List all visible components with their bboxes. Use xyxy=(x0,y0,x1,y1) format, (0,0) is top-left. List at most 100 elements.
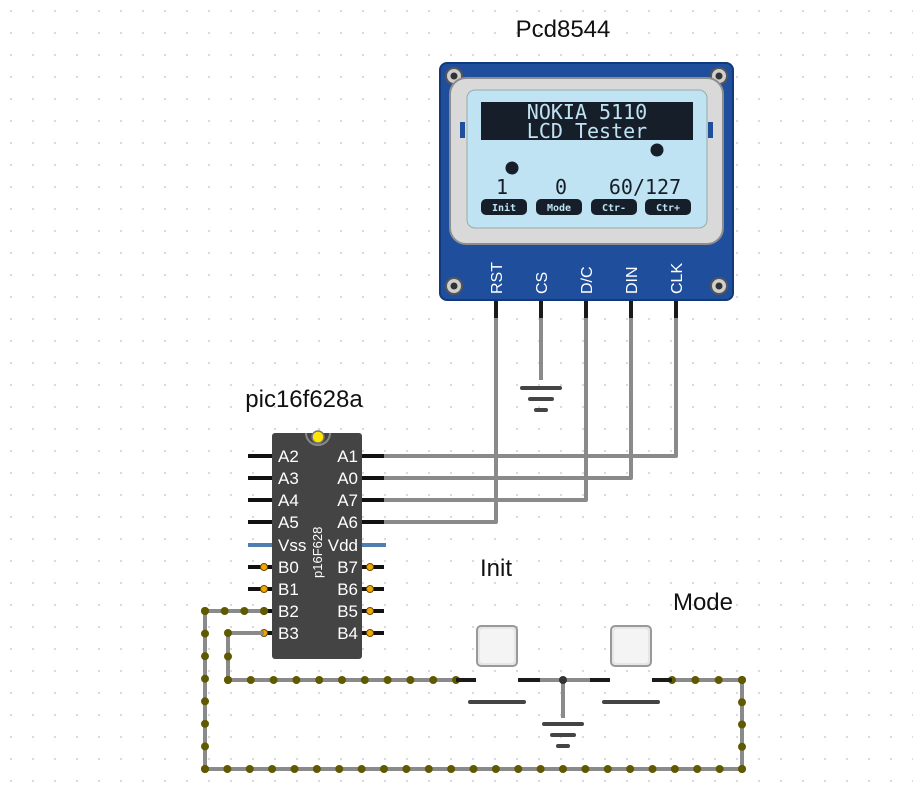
wire-rst-a6[interactable] xyxy=(380,318,498,524)
lcd-softkey-init: Init xyxy=(492,202,516,214)
bus-dot xyxy=(245,765,254,773)
bus-dots xyxy=(201,607,746,773)
bus-dot xyxy=(268,765,277,773)
lcd-value-2: 0 xyxy=(555,175,567,199)
bus-dot xyxy=(224,652,232,661)
bus-dot xyxy=(290,765,299,773)
bus-dot xyxy=(691,676,700,684)
pin-vdd: Vdd xyxy=(328,536,358,555)
mcu-power-indicator xyxy=(311,430,325,444)
wire-dc-a7[interactable] xyxy=(380,318,588,502)
pin-a2: A2 xyxy=(278,447,299,466)
signal-wires xyxy=(380,318,678,524)
bus-dot xyxy=(201,674,209,683)
pin-label-clk: CLK xyxy=(669,263,686,294)
bus-dot xyxy=(738,720,746,729)
bus-dot xyxy=(360,676,369,684)
bus-dot xyxy=(315,676,324,684)
bus-dot xyxy=(201,697,209,706)
bus-dot xyxy=(201,652,209,661)
lcd-value-1: 1 xyxy=(496,175,508,199)
pin-a3: A3 xyxy=(278,469,299,488)
bus-dot xyxy=(357,765,366,773)
pin-a0: A0 xyxy=(337,469,358,488)
pin-vss: Vss xyxy=(278,536,306,555)
bus-dot xyxy=(738,676,746,684)
bus-dot xyxy=(269,676,278,684)
pin-b3: B3 xyxy=(278,624,299,643)
pin-a1: A1 xyxy=(337,447,358,466)
bus-dot xyxy=(714,676,723,684)
lcd-line-2: LCD Tester xyxy=(527,119,647,143)
bus-dot xyxy=(224,629,232,637)
bus-dot xyxy=(201,629,209,638)
lcd-softkey-mode: Mode xyxy=(547,203,571,214)
lcd-pin-leads xyxy=(494,298,678,318)
bus-dot xyxy=(738,742,746,751)
bus-dot xyxy=(469,765,478,773)
bus-dot xyxy=(246,676,255,684)
bus-dot xyxy=(335,765,344,773)
bus-dot xyxy=(201,719,209,728)
lcd-value-3: 60/127 xyxy=(609,175,681,199)
bus-dot xyxy=(201,742,209,751)
bus-dot xyxy=(223,765,232,773)
lcd-line-1: NOKIA 5110 xyxy=(527,100,647,124)
lcd-softkey-ctr-plus: Ctr+ xyxy=(656,203,680,214)
mcu-body[interactable] xyxy=(272,433,362,659)
pin-b6: B6 xyxy=(337,580,358,599)
ground-symbol-buttons xyxy=(542,722,584,748)
lcd-title: Pcd8544 xyxy=(516,16,611,43)
bus-dot xyxy=(383,676,392,684)
bus-dot xyxy=(429,676,438,684)
pin-b0: B0 xyxy=(278,558,299,577)
mode-label: Mode xyxy=(673,589,733,616)
bus-dot xyxy=(260,607,268,615)
bus-dot xyxy=(491,765,500,773)
bus-dot xyxy=(670,765,679,773)
bus-dot xyxy=(292,676,301,684)
pin-b1: B1 xyxy=(278,580,299,599)
pcd8544-module[interactable]: NOKIA 5110 LCD Tester 1 0 60/127 Init Mo… xyxy=(439,62,734,301)
bus-dot xyxy=(536,765,545,773)
push-button-init[interactable] xyxy=(456,625,540,704)
bus-dot xyxy=(738,698,746,707)
pin-label-din: DIN xyxy=(624,266,641,294)
bus-dot xyxy=(626,765,635,773)
pin-b5: B5 xyxy=(337,602,358,621)
pin-label-dc: D/C xyxy=(579,266,596,294)
bus-dot xyxy=(447,765,456,773)
wire-clk-a1[interactable] xyxy=(380,318,678,458)
pin-a7: A7 xyxy=(337,491,358,510)
push-button-mode[interactable] xyxy=(590,625,672,704)
bus-dot xyxy=(201,765,209,773)
junction-node xyxy=(559,676,567,684)
pin-b7: B7 xyxy=(337,558,358,577)
bus-dot xyxy=(514,765,523,773)
pin-label-rst: RST xyxy=(489,262,506,294)
mcu-title: pic16f628a xyxy=(245,386,363,413)
bus-dot xyxy=(559,765,567,773)
wire-din-a0[interactable] xyxy=(380,318,633,480)
lcd-pin-labels: RST CS D/C DIN CLK xyxy=(489,262,686,294)
bus-dot xyxy=(603,765,612,773)
pin-b4: B4 xyxy=(337,624,358,643)
bus-dot xyxy=(201,607,209,615)
lcd-softkeys: Init Mode Ctr- Ctr+ xyxy=(481,199,691,215)
mounting-holes xyxy=(445,67,728,295)
lcd-softkey-ctr-minus: Ctr- xyxy=(602,203,626,214)
bus-dot xyxy=(224,676,232,684)
lcd-dot-left xyxy=(505,161,519,175)
mcu-chip-text: p16F628 xyxy=(310,527,325,578)
pin-a5: A5 xyxy=(278,513,299,532)
pin-a6: A6 xyxy=(337,513,358,532)
bus-dot xyxy=(581,765,590,773)
bus-dot xyxy=(424,765,433,773)
bus-dot xyxy=(338,676,346,684)
bus-dot xyxy=(715,765,724,773)
bus-dot xyxy=(648,765,657,773)
bus-dot xyxy=(380,765,388,773)
bus-dot xyxy=(312,765,321,773)
pin-label-cs: CS xyxy=(534,272,551,294)
